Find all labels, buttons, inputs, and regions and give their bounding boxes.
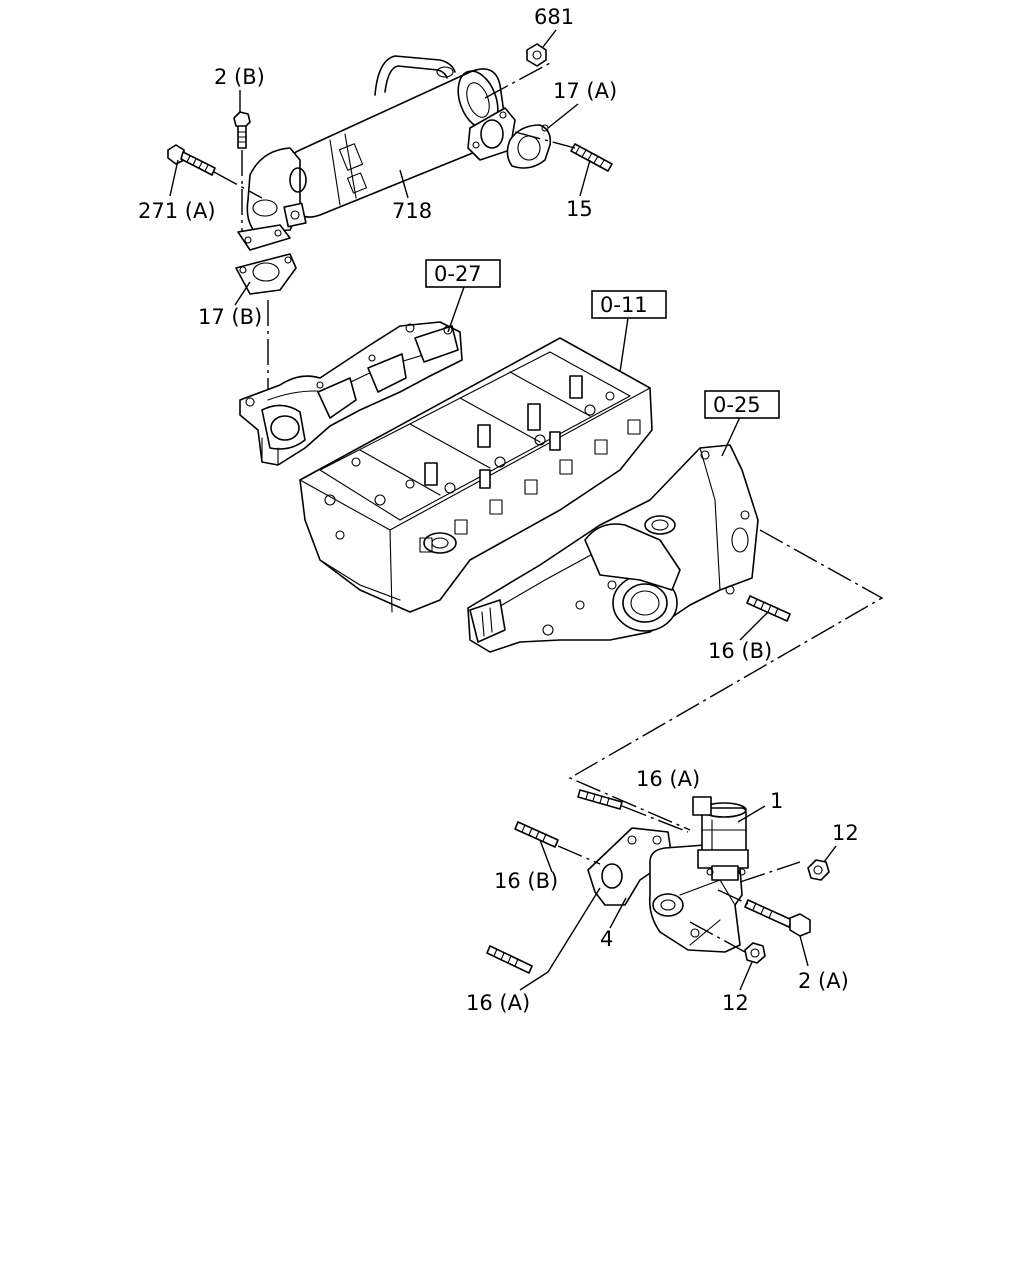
callout-16b-top: 16 (B) — [708, 639, 772, 663]
nut-12-bottom — [744, 942, 766, 964]
callout-15: 15 — [566, 197, 593, 221]
gasket-17b — [235, 253, 297, 295]
cylinder-head — [299, 337, 653, 613]
callout-16a-bottom: 16 (A) — [466, 991, 530, 1015]
callout-16b-left: 16 (B) — [494, 869, 558, 893]
callout-12-bottom: 12 — [722, 991, 749, 1015]
stud-16a-bottom — [486, 945, 533, 974]
callout-17b: 17 (B) — [198, 305, 262, 329]
bolt-2b — [233, 111, 251, 149]
nut-12-right — [807, 859, 830, 881]
exhaust-manifold — [239, 321, 463, 466]
ref-box-0-27[interactable]: 0-27 — [425, 259, 501, 288]
stud-16a-top — [577, 789, 623, 810]
stud-15 — [570, 143, 613, 172]
ref-0-27-label: 0-27 — [434, 262, 482, 286]
callout-16a-top: 16 (A) — [636, 767, 700, 791]
callout-4: 4 — [600, 927, 613, 951]
ref-box-0-11[interactable]: 0-11 — [591, 290, 667, 319]
bolt-271a — [167, 144, 216, 176]
egr-valve-1 — [648, 796, 749, 953]
intake-manifold — [467, 444, 759, 653]
callout-1: 1 — [770, 789, 783, 813]
callout-2b: 2 (B) — [214, 65, 265, 89]
callout-271a: 271 (A) — [138, 199, 216, 223]
callout-17a: 17 (A) — [553, 79, 617, 103]
callout-718: 718 — [392, 199, 432, 223]
callout-2a: 2 (A) — [798, 969, 849, 993]
gasket-17a — [506, 124, 552, 169]
stud-16b-top — [746, 595, 791, 622]
nut-681 — [526, 43, 547, 67]
ref-box-0-25[interactable]: 0-25 — [704, 390, 780, 419]
ref-0-11-label: 0-11 — [600, 293, 648, 317]
callout-681: 681 — [534, 5, 574, 29]
ref-0-25-label: 0-25 — [713, 393, 761, 417]
egr-cooler-718 — [237, 55, 516, 251]
bolt-2a — [744, 899, 811, 937]
plate-4 — [587, 827, 673, 906]
stud-16b-left — [514, 821, 559, 848]
callout-12-right: 12 — [832, 821, 859, 845]
leader-lines — [169, 29, 837, 991]
